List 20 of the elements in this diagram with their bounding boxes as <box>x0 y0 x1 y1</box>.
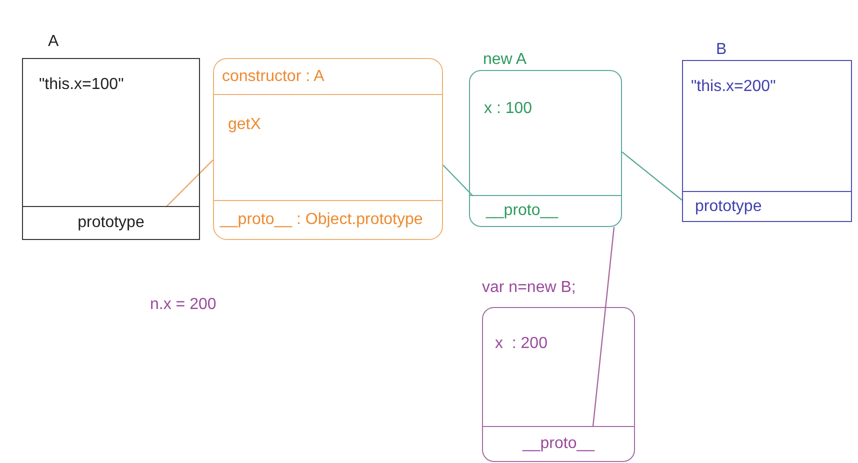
member-label: "this.x=200" <box>691 77 776 97</box>
connector-line <box>442 164 474 196</box>
slot-label: prototype <box>78 213 144 233</box>
slot-label: __proto__ <box>486 201 558 221</box>
member-label: "this.x=100" <box>39 75 124 95</box>
slot-label: __proto__ : Object.prototype <box>220 210 423 230</box>
member-label: x : 200 <box>495 334 548 354</box>
connector-line <box>592 226 615 428</box>
member-label: getX <box>228 115 261 135</box>
connector-line <box>622 151 682 201</box>
box-heading: B <box>716 40 727 60</box>
box-heading: var n=new B; <box>482 278 576 298</box>
member-label: x : 100 <box>484 99 532 119</box>
slot-label: __proto__ <box>522 434 595 454</box>
box-heading: new A <box>483 50 527 70</box>
slot-label: prototype <box>695 196 762 216</box>
box-heading: A <box>48 32 59 52</box>
connector-line <box>166 160 214 208</box>
header-label: constructor : A <box>222 66 324 86</box>
note-text: n.x = 200 <box>150 295 216 315</box>
